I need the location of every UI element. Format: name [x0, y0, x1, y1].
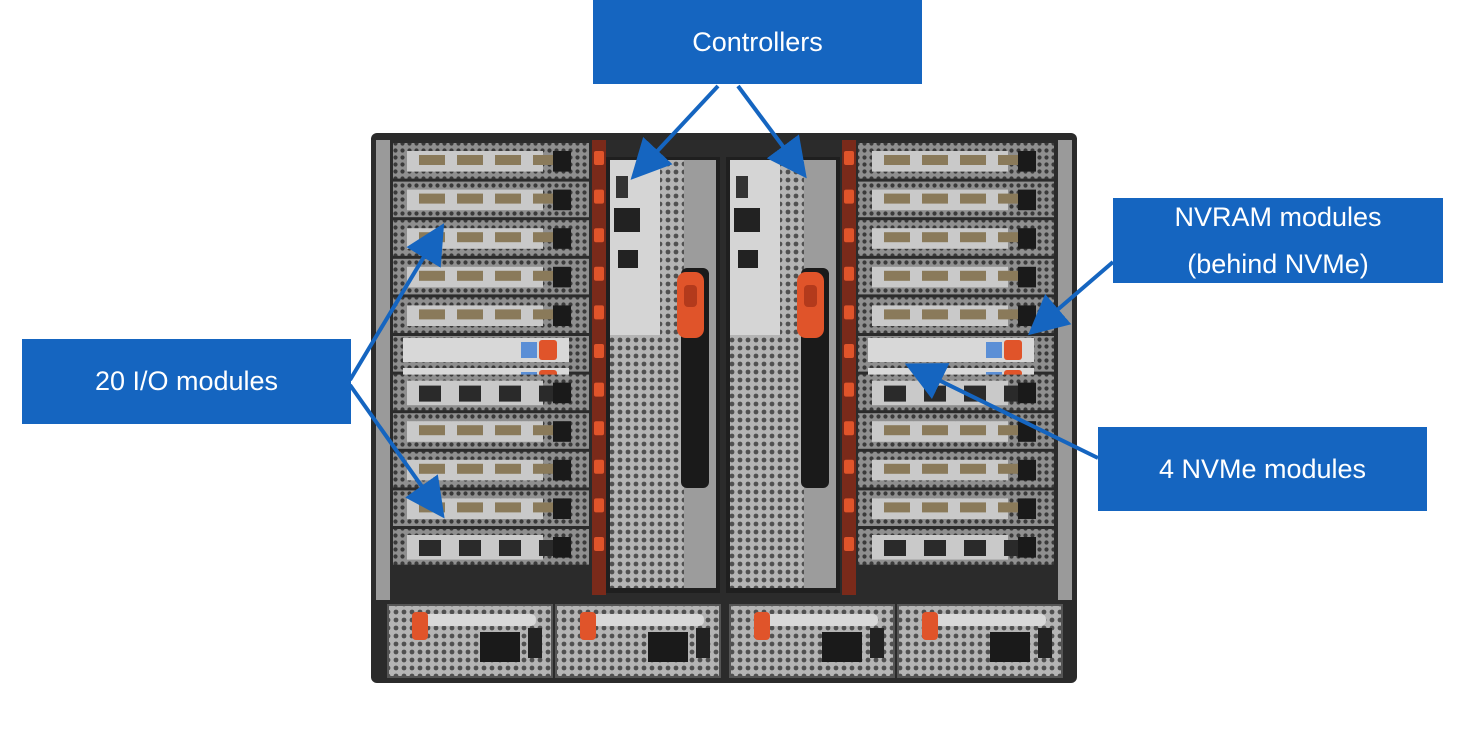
- psu-latch[interactable]: [922, 612, 938, 640]
- arrow-controllers-a: [630, 84, 720, 180]
- nvme-latch[interactable]: [539, 340, 557, 360]
- nvme-modules-callout: 4 NVMe modules: [1098, 427, 1427, 511]
- psu-latch[interactable]: [580, 612, 596, 640]
- nvme-modules-label: 4 NVMe modules: [1158, 453, 1367, 484]
- nvram-label-line1: NVRAM modules: [1174, 201, 1382, 232]
- right-io-module-column: [858, 143, 1054, 565]
- psu-latch[interactable]: [412, 612, 428, 640]
- left-io-module-column: [393, 143, 589, 565]
- slot-strip: [842, 140, 856, 595]
- nvme-latch[interactable]: [1004, 340, 1022, 360]
- power-supply-row: [387, 604, 1063, 678]
- controllers-label: Controllers: [692, 26, 823, 57]
- arrow-io-upper: [348, 223, 445, 382]
- arrow-controllers-b: [736, 84, 807, 179]
- slot-strip: [592, 140, 606, 595]
- nvram-modules-callout: NVRAM modules (behind NVMe): [1113, 198, 1443, 283]
- arrow-io-lower: [348, 383, 445, 519]
- callout-arrows: [348, 84, 1115, 519]
- io-modules-callout: 20 I/O modules: [22, 339, 351, 424]
- controller-b: [726, 157, 840, 593]
- arrow-nvram: [1027, 260, 1115, 336]
- slot-label-strips: [592, 140, 856, 595]
- psu-latch[interactable]: [754, 612, 770, 640]
- nvram-label-line2: (behind NVMe): [1187, 248, 1369, 279]
- controller-a: [606, 157, 720, 593]
- arrow-nvme: [904, 363, 1099, 460]
- controllers-callout: Controllers: [593, 0, 922, 84]
- io-modules-label: 20 I/O modules: [94, 366, 279, 396]
